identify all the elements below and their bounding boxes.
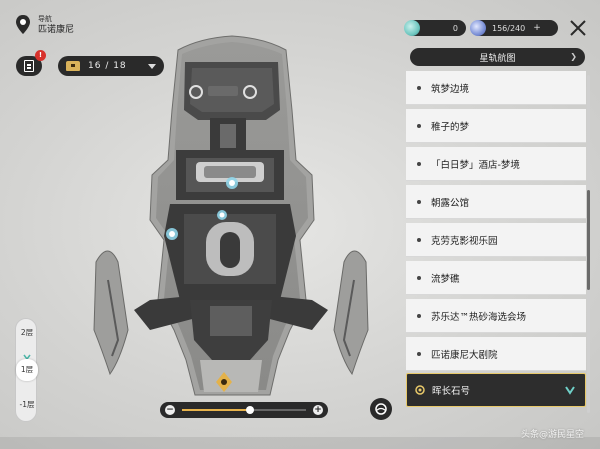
trailblaze-power[interactable]: 156/240 + xyxy=(470,20,558,36)
nav-header: 导航 匹诺康尼 xyxy=(14,14,74,36)
treasure-chest-icon xyxy=(66,61,80,71)
nav-title: 导航 xyxy=(38,14,52,23)
location-label: 稚子的梦 xyxy=(431,121,470,133)
location-item[interactable]: 苏乐达™热砂海选会场 xyxy=(406,299,586,333)
warp-marker-icon[interactable] xyxy=(166,228,178,240)
compass-icon xyxy=(375,403,387,415)
scrollbar-thumb[interactable] xyxy=(587,190,590,290)
location-item[interactable]: 流梦礁 xyxy=(406,261,586,295)
add-icon[interactable]: + xyxy=(533,23,541,33)
currency-first-value: 0 xyxy=(452,23,458,33)
location-item[interactable]: 稚子的梦 xyxy=(406,109,586,143)
gear-icon xyxy=(415,385,425,395)
bullet xyxy=(417,123,421,128)
close-icon[interactable] xyxy=(568,18,588,38)
floor-option[interactable]: 2层 xyxy=(20,328,34,337)
treasure-chest-selector[interactable]: 16 / 18 xyxy=(58,56,164,76)
zoom-fill xyxy=(182,409,251,411)
location-label: 苏乐达™热砂海选会场 xyxy=(431,311,527,323)
location-item[interactable]: 朝露公馆 xyxy=(406,185,586,219)
zoom-slider-handle[interactable] xyxy=(246,406,255,414)
zoom-in-icon[interactable]: + xyxy=(313,405,323,415)
zoom-out-icon[interactable]: − xyxy=(165,405,175,415)
location-label: 「白日梦」酒店-梦境 xyxy=(431,159,520,171)
bullet xyxy=(417,85,421,90)
chevron-down-icon xyxy=(565,386,575,395)
warp-marker-icon[interactable] xyxy=(217,210,227,220)
trailblaze-power-value: 156/240 xyxy=(492,23,526,33)
bullet xyxy=(417,275,421,280)
bullet xyxy=(417,313,421,318)
bullet xyxy=(417,199,421,204)
location-label: 克劳克影视乐园 xyxy=(431,235,498,247)
floor-selector[interactable]: 2层 1层 -1层 xyxy=(15,318,38,422)
location-label: 筑梦边境 xyxy=(431,83,470,95)
currency-first: 0 xyxy=(404,20,466,36)
notification-badge: ! xyxy=(35,50,46,61)
chest-count: 16 / 18 xyxy=(88,61,127,71)
star-rail-map-label: 星轨航图 xyxy=(479,53,516,64)
guide-button[interactable]: ! xyxy=(16,50,46,76)
bullet xyxy=(417,237,421,242)
location-label: 流梦礁 xyxy=(431,273,460,285)
book-icon xyxy=(24,60,34,72)
chevron-down-icon xyxy=(148,63,156,69)
chevron-right-icon: ❯ xyxy=(570,52,577,61)
bottom-strip xyxy=(0,437,600,449)
star-rail-map-button[interactable]: 星轨航图 ❯ xyxy=(410,48,585,66)
trailblaze-power-icon xyxy=(470,20,486,36)
watermark: 头条@游民星空 xyxy=(521,430,585,440)
location-label: 朝露公馆 xyxy=(431,197,470,209)
location-label: 晖长石号 xyxy=(432,386,471,397)
warp-marker-icon[interactable] xyxy=(226,177,238,189)
location-item-selected[interactable]: 晖长石号 xyxy=(406,373,586,407)
map-pin-icon xyxy=(16,15,30,34)
floor-option-active[interactable]: 1层 xyxy=(16,359,38,381)
bullet xyxy=(417,351,421,356)
location-item[interactable]: 匹诺康尼大剧院 xyxy=(406,337,586,371)
current-world-label: 匹诺康尼 xyxy=(38,24,75,35)
location-label: 匹诺康尼大剧院 xyxy=(431,349,498,361)
location-item[interactable]: 「白日梦」酒店-梦境 xyxy=(406,147,586,181)
location-item[interactable]: 筑梦边境 xyxy=(406,71,586,105)
locate-player-button[interactable] xyxy=(370,398,392,420)
location-item[interactable]: 克劳克影视乐园 xyxy=(406,223,586,257)
zoom-control[interactable]: − + xyxy=(160,402,328,418)
floor-option[interactable]: -1层 xyxy=(19,400,35,409)
currency-icon xyxy=(404,20,420,36)
bullet xyxy=(417,161,421,166)
player-position-icon xyxy=(216,372,232,392)
location-list[interactable]: 筑梦边境 稚子的梦 「白日梦」酒店-梦境 朝露公馆 克劳克影视乐园 流梦礁 苏乐… xyxy=(406,71,586,415)
